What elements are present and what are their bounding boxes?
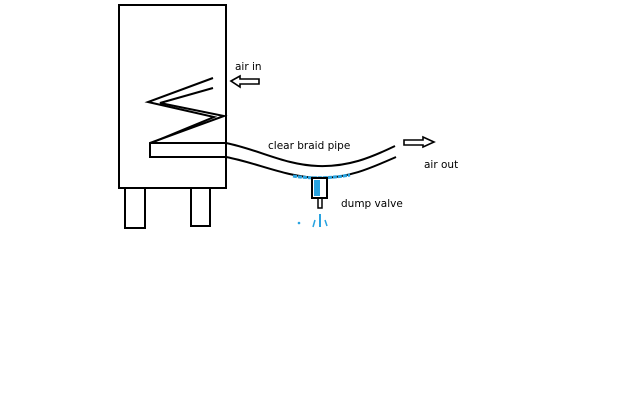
label-clear-braid-pipe: clear braid pipe [268, 140, 350, 152]
label-air-out: air out [424, 159, 458, 171]
coil-upper-line [144, 77, 226, 144]
label-dump-valve: dump valve [341, 198, 403, 210]
water-droplet [297, 221, 301, 225]
dump-valve-stem [317, 197, 323, 209]
label-air-in: air in [235, 61, 262, 73]
pipe-lower-line [225, 156, 397, 180]
left-arrow-icon [229, 74, 260, 89]
pipe-upper-line [225, 142, 396, 168]
tank-body [118, 4, 227, 189]
tank-leg-right [190, 187, 211, 227]
dump-valve-water [314, 180, 320, 196]
tank-leg-left [124, 187, 146, 229]
coil-lower-line [149, 87, 228, 158]
right-arrow-icon [403, 135, 436, 149]
water-drip-left [312, 219, 316, 228]
water-drip-right [324, 219, 328, 227]
